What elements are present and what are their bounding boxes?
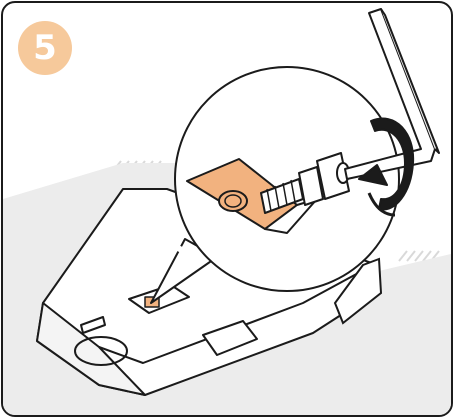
threaded-hole: [219, 191, 247, 211]
step-number-badge: 5: [18, 21, 72, 75]
illustration-frame: 5: [1, 1, 453, 417]
assembly-drawing: [3, 3, 453, 417]
